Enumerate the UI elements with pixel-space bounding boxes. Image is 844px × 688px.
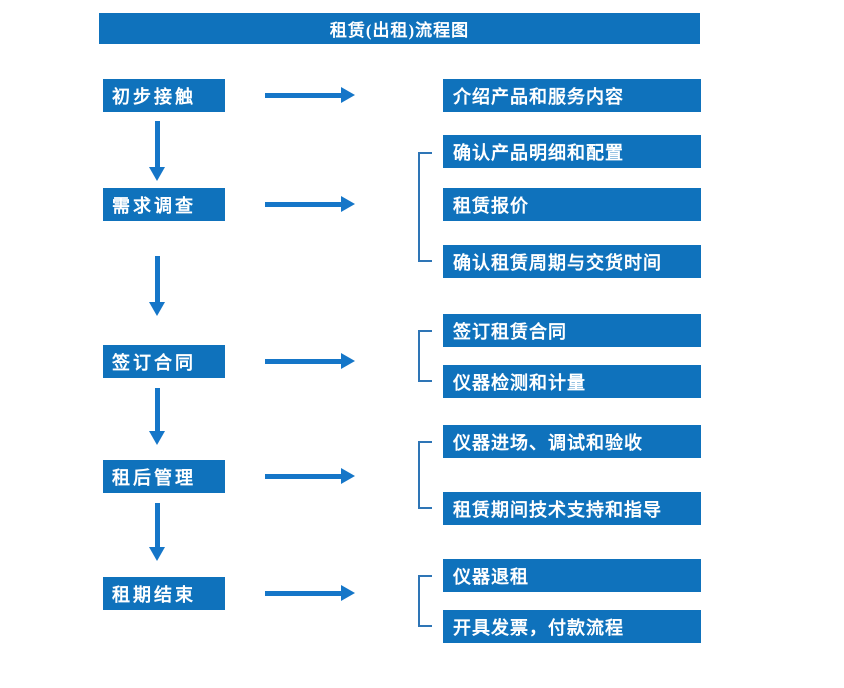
bracket-group-4 <box>418 441 432 509</box>
down-arrow-3 <box>149 388 165 445</box>
detail-box-instrument-testing: 仪器检测和计量 <box>443 365 701 398</box>
right-arrow-1 <box>265 87 355 103</box>
detail-box-confirm-config: 确认产品明细和配置 <box>443 135 701 168</box>
detail-box-invoice-payment: 开具发票，付款流程 <box>443 610 701 643</box>
right-arrow-5 <box>265 585 355 601</box>
detail-box-sign-rental-contract: 签订租赁合同 <box>443 314 701 347</box>
detail-box-instrument-return: 仪器退租 <box>443 559 701 592</box>
right-arrow-3 <box>265 353 355 369</box>
bracket-group-5 <box>418 575 432 627</box>
detail-box-confirm-period: 确认租赁周期与交货时间 <box>443 245 701 278</box>
step-box-demand-survey: 需求调查 <box>103 188 225 221</box>
detail-box-tech-support: 租赁期间技术支持和指导 <box>443 492 701 525</box>
down-arrow-1 <box>149 121 165 181</box>
step-box-rental-end: 租期结束 <box>103 577 225 610</box>
detail-box-instrument-arrival: 仪器进场、调试和验收 <box>443 425 701 458</box>
down-arrow-4 <box>149 503 165 561</box>
right-arrow-2 <box>265 196 355 212</box>
detail-box-rental-quote: 租赁报价 <box>443 188 701 221</box>
detail-box-intro-products: 介绍产品和服务内容 <box>443 79 701 112</box>
bracket-group-3 <box>418 330 432 382</box>
bracket-group-2 <box>418 152 432 262</box>
down-arrow-2 <box>149 256 165 316</box>
flowchart-title: 租赁(出租)流程图 <box>99 13 700 44</box>
step-box-post-rental: 租后管理 <box>103 460 225 493</box>
step-box-sign-contract: 签订合同 <box>103 345 225 378</box>
right-arrow-4 <box>265 468 355 484</box>
step-box-initial-contact: 初步接触 <box>103 79 225 112</box>
